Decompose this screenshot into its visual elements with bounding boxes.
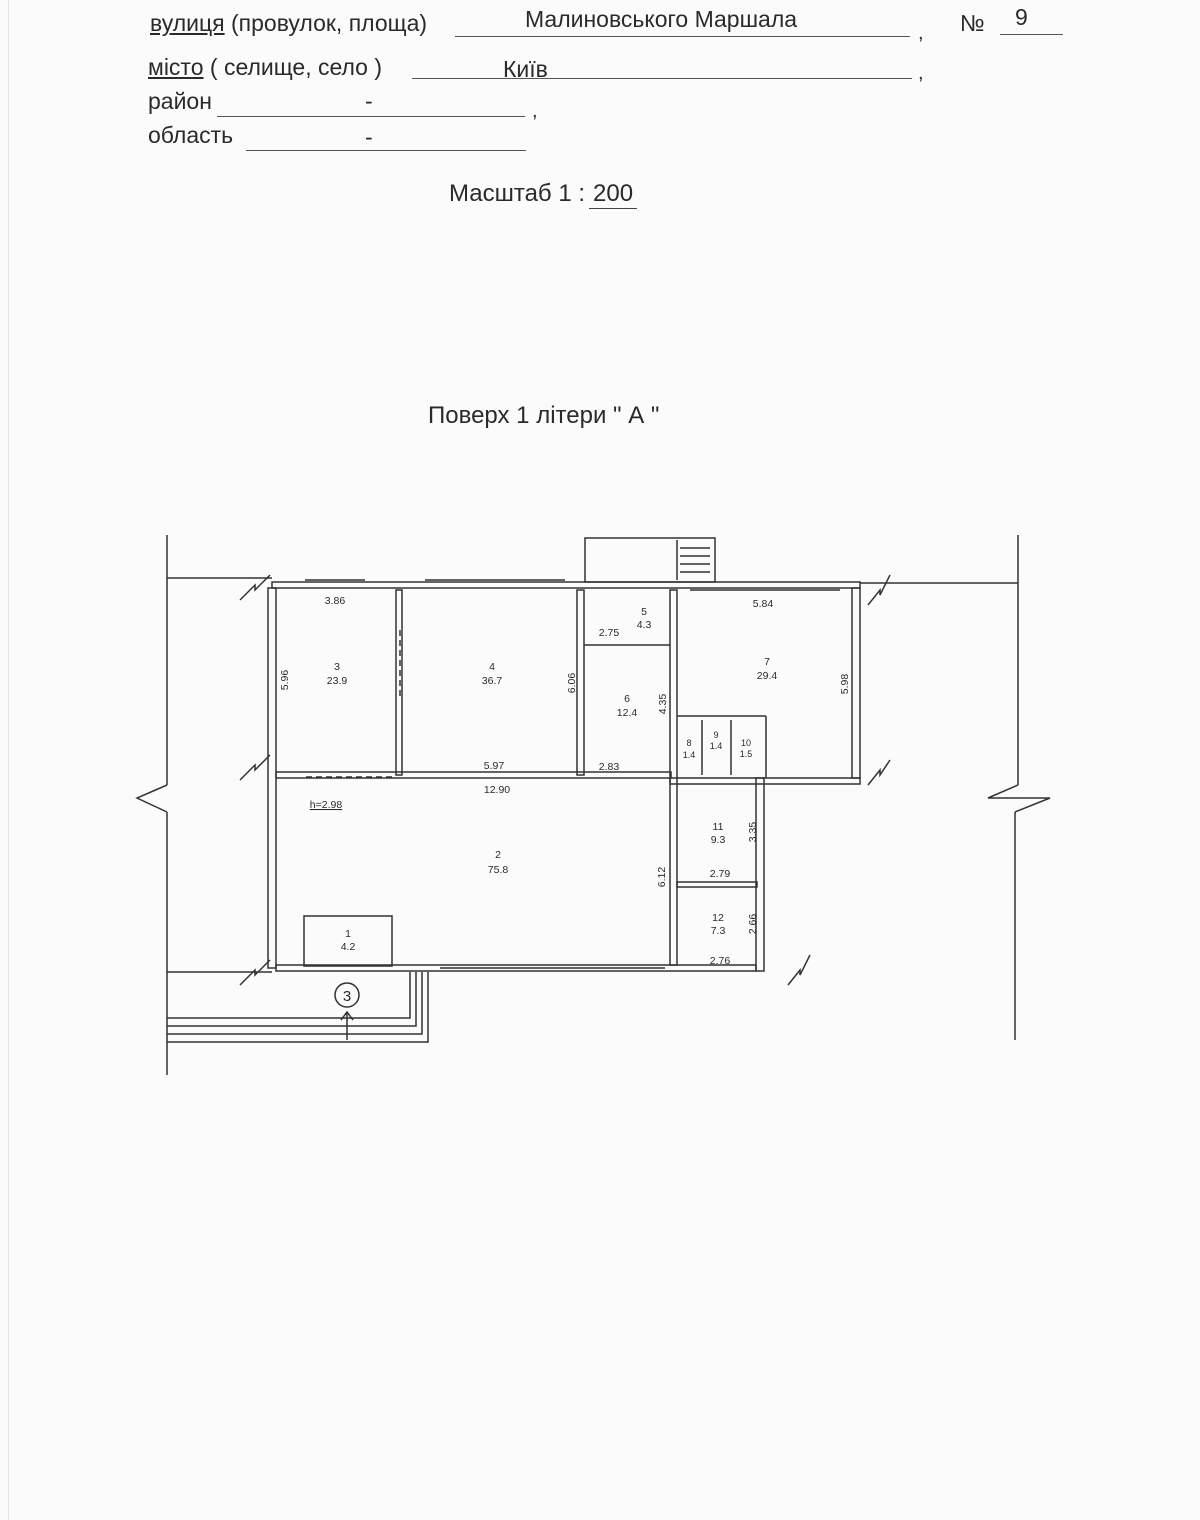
comma: , bbox=[918, 62, 924, 84]
room-1-outline bbox=[303, 915, 393, 967]
dimension-label: 6.12 bbox=[656, 867, 668, 888]
dimension-label: 2.79 bbox=[710, 868, 731, 880]
wall-upper-lower bbox=[275, 771, 672, 779]
city-underline bbox=[412, 78, 912, 79]
floor-title: Поверх 1 літери " А " bbox=[428, 402, 660, 429]
room-area: 1.5 bbox=[740, 749, 753, 759]
number-label: № bbox=[960, 10, 985, 36]
entrance-arrow-head bbox=[340, 1010, 354, 1021]
city-value: Київ bbox=[503, 56, 548, 82]
dimension-label: 5.98 bbox=[839, 674, 851, 695]
page-edge bbox=[8, 0, 9, 1520]
wall-11-12 bbox=[676, 881, 758, 888]
district-underline bbox=[217, 116, 525, 117]
room-area: 9.3 bbox=[711, 834, 726, 846]
dimension-label: 4.35 bbox=[657, 694, 669, 715]
wall-west bbox=[267, 587, 277, 969]
wall-east-upper bbox=[851, 587, 861, 779]
dimension-label: 6.06 bbox=[566, 673, 578, 694]
region-underline bbox=[246, 150, 526, 151]
dimension-label: 2.75 bbox=[599, 627, 620, 639]
dimension-label: 2.83 bbox=[599, 761, 620, 773]
district-label: район bbox=[148, 88, 212, 114]
room-number: 4 bbox=[489, 661, 495, 673]
dimension-label: 2.76 bbox=[710, 955, 731, 967]
street-label: вулиця (провулок, площа) bbox=[150, 10, 428, 36]
break-mark bbox=[867, 759, 891, 786]
break-mark bbox=[867, 574, 891, 606]
room-number: 7 bbox=[764, 656, 770, 668]
room-area: 29.4 bbox=[757, 670, 778, 682]
room-area: 7.3 bbox=[711, 925, 726, 937]
room-area: 4.3 bbox=[637, 619, 652, 631]
wall-3-4 bbox=[395, 589, 403, 776]
room-area: 1.4 bbox=[683, 750, 696, 760]
ramp-line bbox=[167, 972, 429, 1043]
room-area: 75.8 bbox=[488, 864, 509, 876]
room-number: 5 bbox=[641, 606, 647, 618]
dimension-label: 12.90 bbox=[484, 784, 510, 796]
room-number: 9 bbox=[713, 730, 718, 740]
room-number: 11 bbox=[713, 821, 724, 833]
city-label: місто ( селище, село ) bbox=[148, 54, 383, 80]
dimension-label: 5.84 bbox=[753, 598, 774, 610]
wall-north bbox=[271, 581, 861, 589]
break-mark-right bbox=[987, 784, 1051, 813]
room-area: 36.7 bbox=[482, 675, 503, 687]
scale-label: Масштаб 1 :200 bbox=[449, 180, 638, 209]
room-area: 4.2 bbox=[341, 941, 356, 953]
room-number: 8 bbox=[686, 738, 691, 748]
room-area: 23.9 bbox=[327, 675, 348, 687]
street-underline bbox=[455, 36, 910, 37]
break-mark bbox=[787, 954, 811, 986]
street-value: Малиновського Маршала bbox=[525, 6, 798, 32]
room-number: 2 bbox=[495, 849, 501, 861]
break-mark bbox=[239, 574, 271, 601]
region-value: - bbox=[365, 124, 373, 150]
room-number: 1 bbox=[345, 928, 351, 940]
break-mark bbox=[239, 959, 271, 986]
wall-mid-east bbox=[669, 777, 861, 785]
entrance-marker bbox=[334, 982, 360, 1008]
number-value: 9 bbox=[1015, 4, 1028, 30]
dimension-label: 3.86 bbox=[325, 595, 346, 607]
room-number: 10 bbox=[741, 738, 751, 748]
dimension-label: 3.35 bbox=[747, 822, 759, 843]
ramp-line bbox=[167, 972, 423, 1035]
wall-east-lower bbox=[755, 777, 765, 972]
comma: , bbox=[918, 22, 924, 44]
height-mark: h=2.98 bbox=[310, 799, 343, 811]
room-area: 1.4 bbox=[710, 741, 723, 751]
ramp-line bbox=[167, 972, 411, 1019]
dimension-label: 2.66 bbox=[747, 914, 759, 935]
ramp-line bbox=[167, 972, 417, 1027]
wall-4-6 bbox=[576, 589, 585, 776]
region-label: область bbox=[148, 122, 234, 148]
number-underline bbox=[1000, 34, 1063, 35]
porch bbox=[584, 537, 716, 583]
district-value: - bbox=[365, 88, 373, 114]
comma: , bbox=[532, 100, 538, 122]
room-number: 12 bbox=[712, 912, 724, 924]
room-number: 3 bbox=[334, 661, 340, 673]
entrance-number: 3 bbox=[343, 988, 351, 1005]
room-number: 6 bbox=[624, 693, 630, 705]
dimension-label: 5.96 bbox=[279, 670, 291, 691]
break-mark-left bbox=[135, 784, 168, 813]
scale-value: 200 bbox=[589, 180, 638, 209]
room-area: 12.4 bbox=[617, 707, 638, 719]
break-mark bbox=[239, 754, 271, 781]
dimension-label: 5.97 bbox=[484, 760, 505, 772]
